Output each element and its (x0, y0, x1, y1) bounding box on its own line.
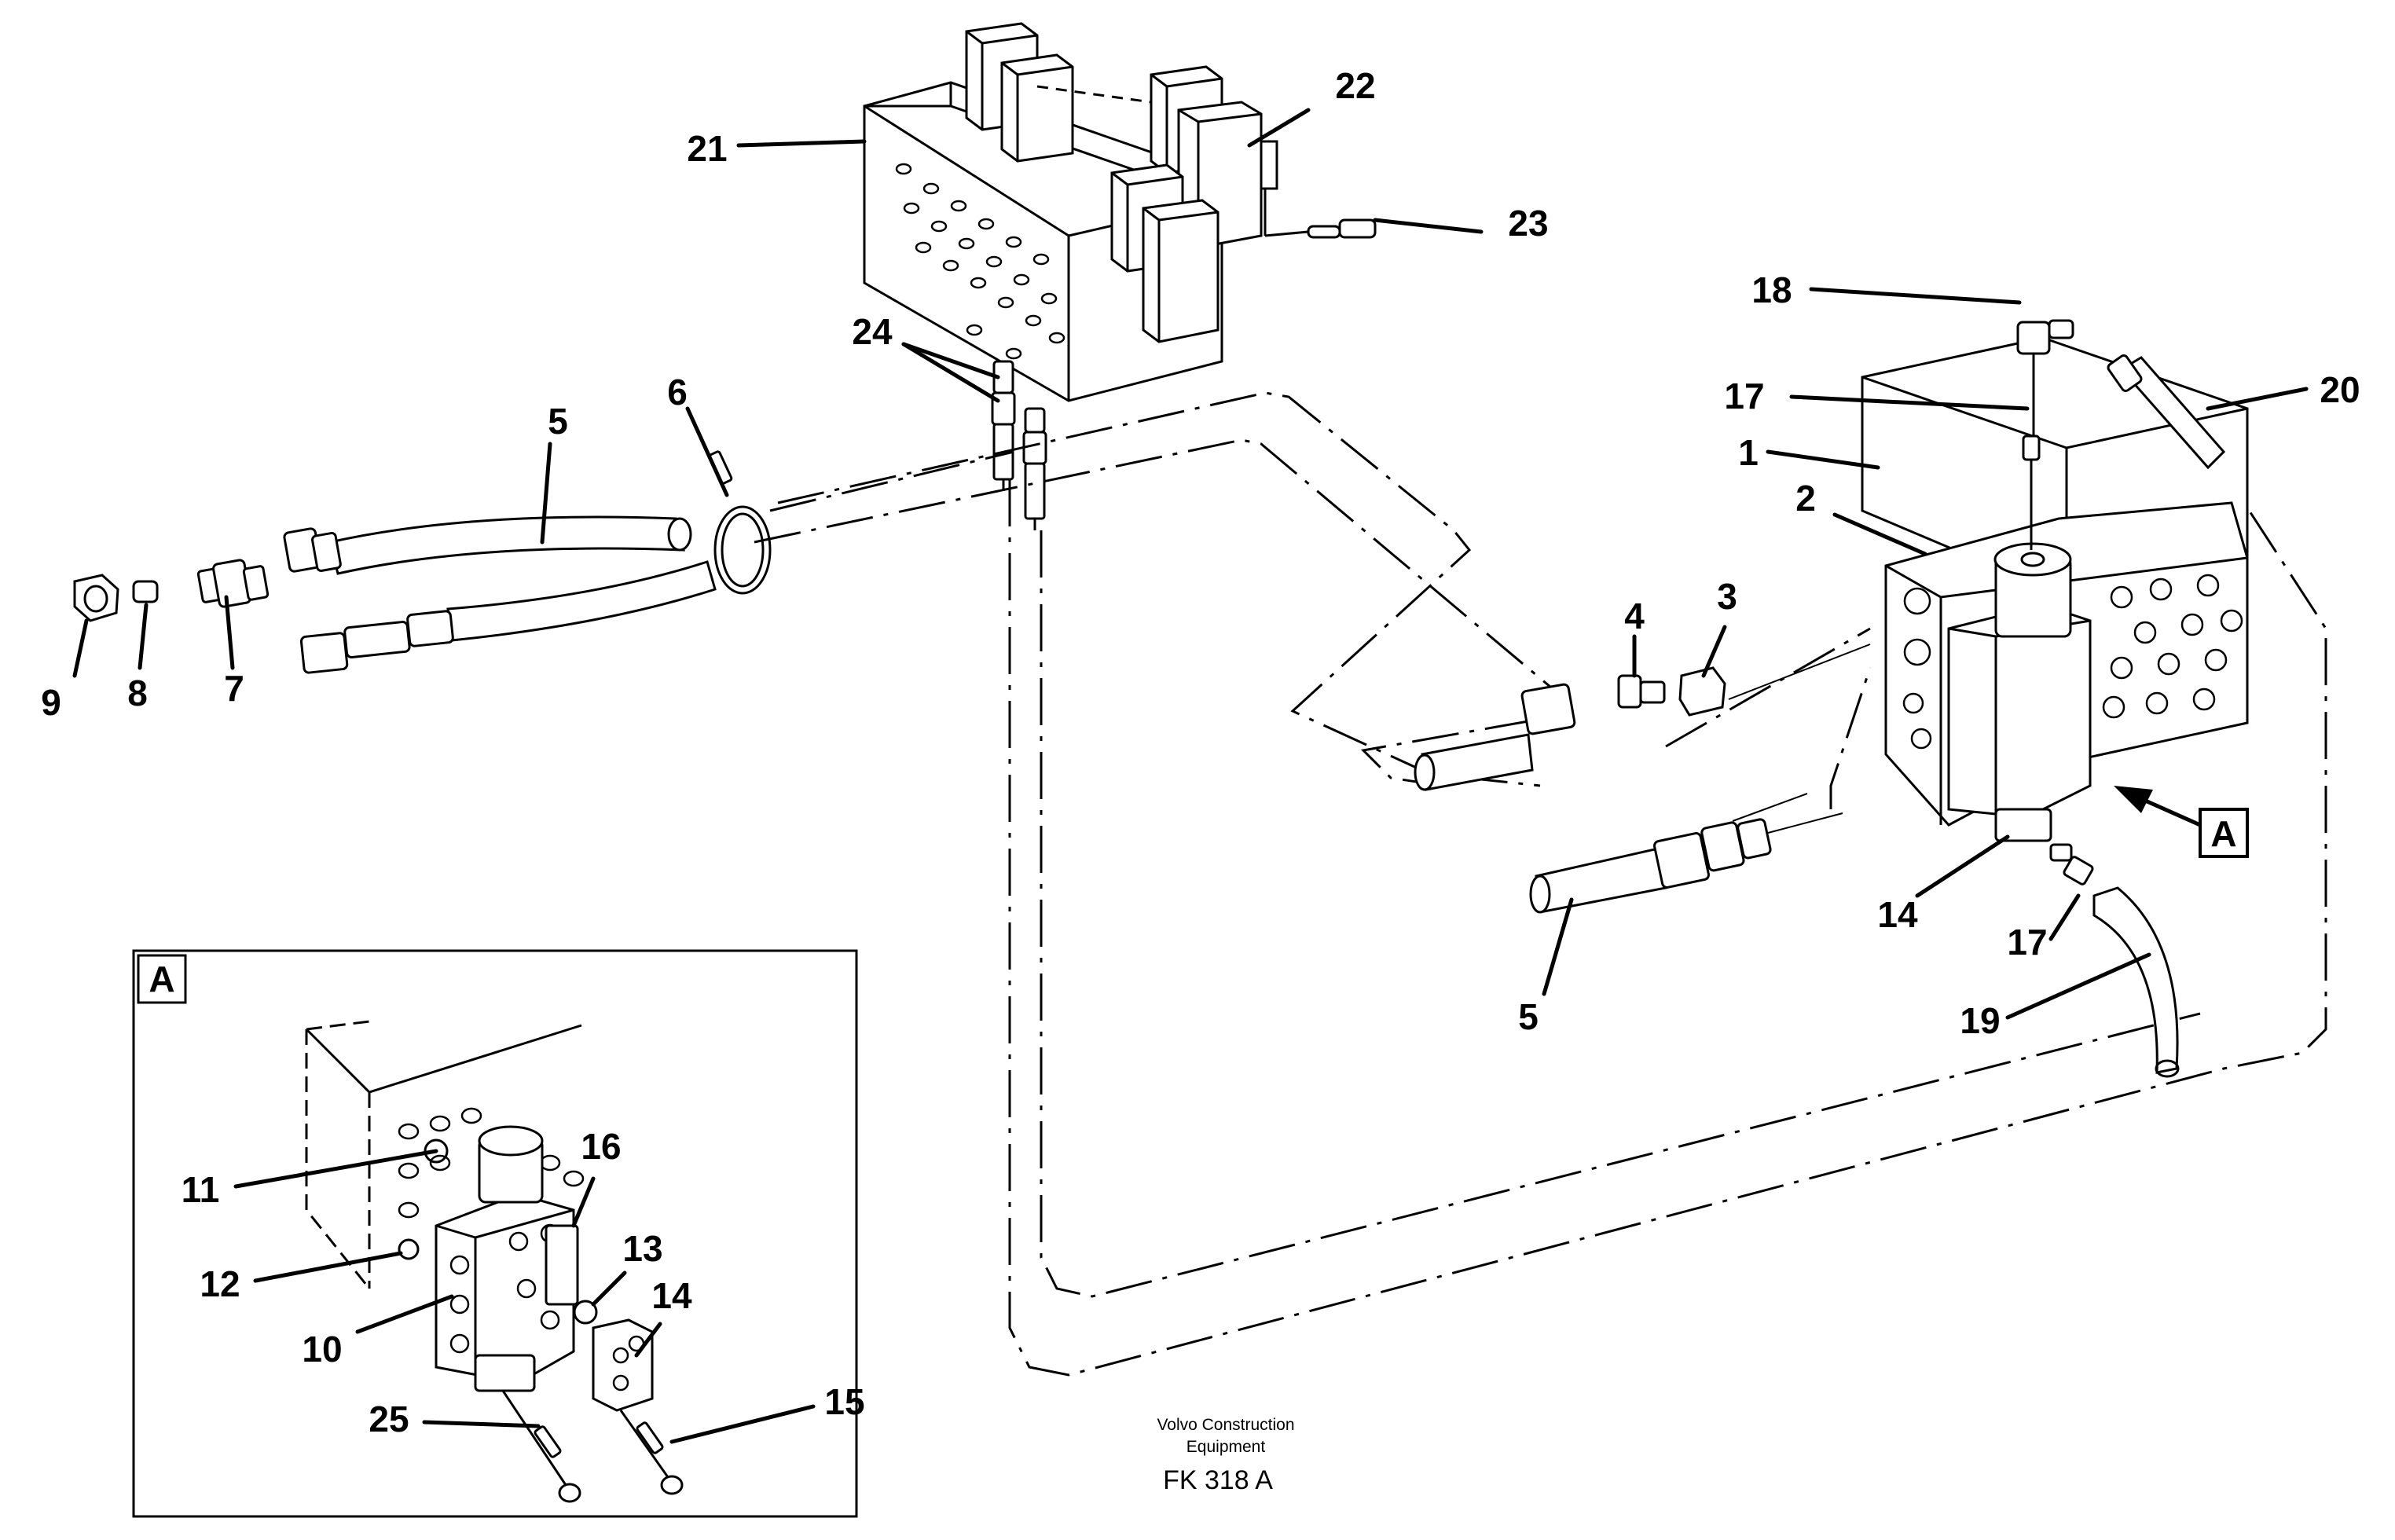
callout-22: 22 (1335, 65, 1375, 106)
view-a-marker-label: A (2210, 813, 2236, 854)
callout-5-right: 5 (1518, 996, 1539, 1037)
caption-code: FK 318 A (1163, 1465, 1273, 1495)
caption-block: Volvo Construction Equipment FK 318 A (1157, 1416, 1294, 1495)
callout-3: 3 (1717, 576, 1737, 617)
callout-13: 13 (622, 1228, 662, 1269)
callout-15: 15 (824, 1381, 864, 1422)
callout-14-detail: 14 (651, 1275, 692, 1316)
callout-21: 21 (687, 128, 727, 169)
valve-holes (1902, 574, 2243, 750)
caption-line-2: Equipment (1186, 1438, 1266, 1456)
plug-connector (1264, 218, 1377, 239)
callout-23: 23 (1508, 203, 1548, 244)
callout-12: 12 (200, 1263, 240, 1304)
detail-a-label: A (149, 959, 174, 999)
left-hose-assembly (73, 450, 1014, 674)
callout-14-main: 14 (1877, 894, 1918, 935)
callout-17-bottom: 17 (2007, 922, 2047, 962)
test-nipples (991, 360, 1047, 530)
callout-10: 10 (302, 1329, 342, 1370)
callout-11: 11 (182, 1169, 220, 1210)
callout-20: 20 (2320, 369, 2360, 410)
callout-8: 8 (127, 673, 148, 713)
callout-9: 9 (41, 682, 61, 723)
callout-25: 25 (369, 1399, 409, 1439)
callout-19: 19 (1960, 1000, 2000, 1041)
caption-line-1: Volvo Construction (1157, 1416, 1294, 1434)
callout-4: 4 (1624, 596, 1645, 636)
callout-1: 1 (1738, 432, 1759, 473)
callout-2: 2 (1795, 478, 1816, 519)
callout-16: 16 (581, 1126, 621, 1167)
callout-7: 7 (224, 668, 244, 709)
solenoid-valve-block (863, 22, 1377, 402)
callout-18: 18 (1751, 270, 1792, 310)
solenoid-cubes (965, 22, 1278, 343)
callout-17-top: 17 (1724, 376, 1764, 416)
main-control-valve (1414, 319, 2249, 1078)
detail-a-inset: A (132, 949, 858, 1518)
callout-labels: 1 2 3 4 5 5 6 7 8 9 10 11 12 13 14 14 15… (41, 65, 2360, 1439)
view-a-marker: A (2114, 786, 2249, 858)
leader-lines (72, 108, 2309, 1444)
callout-6: 6 (667, 372, 688, 412)
callout-5-left: 5 (548, 401, 568, 442)
callout-24: 24 (852, 311, 893, 352)
block-holes (895, 163, 1065, 360)
